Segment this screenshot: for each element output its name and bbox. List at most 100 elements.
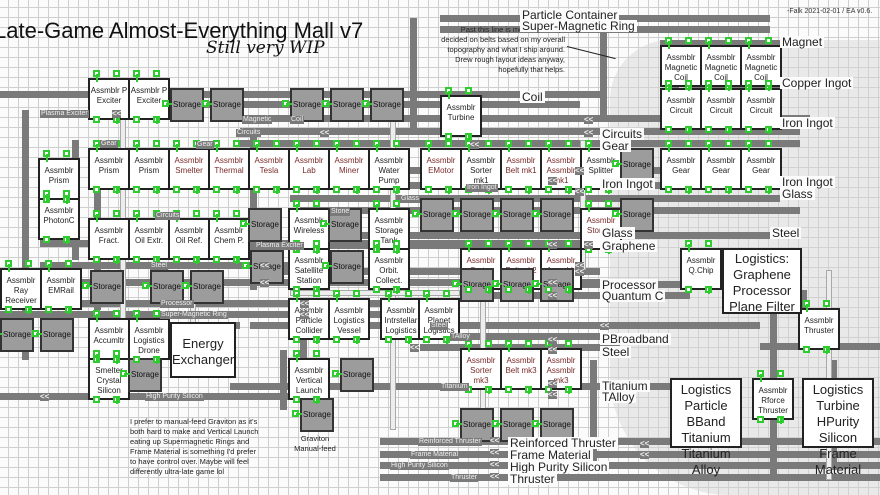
note-pointer-line [566, 46, 616, 60]
assembler-machine: Assmblr Smelter [168, 148, 210, 190]
graviton-note: I prefer to manual-feed Graviton as it's… [130, 417, 259, 476]
belt-label: Graphene [600, 239, 658, 253]
assembler-machine: Assmblr Satellite Station [288, 248, 330, 290]
inserter-arm [296, 354, 298, 362]
inserter-arm [456, 283, 462, 285]
assembler-machine: Assmblr Gear [700, 148, 742, 190]
storage-box: Storage [330, 88, 364, 122]
belt-direction-chevron: << [260, 278, 270, 287]
inserter-arm [156, 356, 158, 364]
inserter-arm [568, 186, 570, 194]
inserter-port [545, 186, 552, 193]
conveyor-belt [380, 451, 880, 458]
inserter-arm [376, 244, 378, 252]
inserter-arm [688, 83, 690, 91]
inserter-arm [244, 223, 250, 225]
conveyor-belt [660, 40, 780, 47]
belt-label-small: Circuits [236, 129, 262, 137]
conveyor-belt [210, 115, 810, 122]
inserter-arm [156, 116, 158, 124]
inserter-port [213, 256, 220, 263]
storage-box: Storage [340, 358, 374, 392]
inserter-arm [728, 126, 730, 134]
belt-label: PBroadband [600, 332, 671, 346]
inserter-port [93, 396, 100, 403]
assembler-machine: Assmblr Gear [740, 148, 782, 190]
author-credit: -Falk 2021-02-01 / EA v0.6. [787, 8, 873, 15]
inserter-arm [96, 144, 98, 152]
inserter-port [293, 186, 300, 193]
inserter-arm [116, 116, 118, 124]
inserter-port [765, 80, 772, 87]
belt-direction-chevron: << [490, 472, 500, 481]
belt-direction-chevron: << [548, 240, 558, 249]
inserter-arm [326, 265, 332, 267]
inserter-port [445, 140, 452, 147]
conveyor-belt [240, 242, 590, 249]
inserter-port [93, 256, 100, 263]
inserter-arm [708, 84, 710, 92]
inserter-port [565, 340, 572, 347]
inserter-arm [468, 344, 470, 352]
belt-direction-chevron: << [320, 128, 330, 137]
belt-label: Glass [600, 226, 635, 240]
inserter-port [65, 260, 72, 267]
belt-direction-chevron: << [575, 267, 585, 276]
inserter-port [745, 126, 752, 133]
storage-box: Storage [500, 268, 534, 302]
belt-label: Quantum C [600, 289, 666, 303]
inserter-port [133, 256, 140, 263]
inserter-port [393, 140, 400, 147]
assembler-machine: Assmblr EMotor [420, 148, 462, 190]
inserter-port [565, 140, 572, 147]
conveyor-belt [420, 344, 620, 351]
inserter-arm [66, 196, 68, 204]
belt-label-small: Plasma Exciter [255, 242, 304, 250]
inserter-arm [136, 214, 138, 222]
belt-label: Super-Magnetic Ring [520, 19, 637, 33]
inserter-port [585, 186, 592, 193]
inserter-arm [408, 336, 410, 344]
belt-label: Copper Ingot [780, 76, 854, 90]
belt-label-small: Thruster [450, 474, 479, 482]
inserter-arm [196, 186, 198, 194]
assembler-machine: Assmblr Belt mk1 [500, 148, 542, 190]
inserter-port [705, 240, 712, 247]
belt-direction-chevron: << [112, 109, 122, 118]
storage-box: Storage [370, 88, 404, 122]
inserter-arm [496, 283, 502, 285]
inserter-arm [396, 246, 398, 254]
inserter-arm [366, 103, 372, 105]
inserter-arm [336, 294, 338, 302]
assembler-machine: Assmblr Logistics Drone [128, 318, 170, 360]
conveyor-belt-vertical [410, 18, 417, 128]
inserter-port [133, 116, 140, 123]
inserter-port [173, 186, 180, 193]
inserter-arm [116, 396, 118, 404]
belt-direction-chevron: << [300, 299, 310, 308]
inserter-arm [356, 336, 358, 344]
inserter-arm [468, 144, 470, 152]
assembler-machine: Assmblr Belt mk3 [500, 348, 542, 390]
conveyor-belt [330, 232, 790, 239]
inserter-arm [748, 41, 750, 49]
belt-direction-chevron: << [584, 115, 594, 124]
inserter-arm [96, 354, 98, 362]
inserter-port [505, 186, 512, 193]
inserter-arm [48, 264, 50, 272]
inserter-port [353, 140, 360, 147]
inserter-arm [376, 144, 378, 152]
inserter-port [313, 350, 320, 357]
inserter-port [45, 306, 52, 313]
storage-box: Storage [330, 250, 364, 284]
inserter-port [153, 140, 160, 147]
inserter-arm [768, 83, 770, 91]
assembler-machine: Assmblr PhotonC [38, 198, 80, 240]
conveyor-belt [0, 300, 450, 307]
graviton-label: Graviton Manual-feed [294, 434, 336, 453]
inserter-port [705, 126, 712, 133]
inserter-arm [708, 144, 710, 152]
inserter-port [133, 186, 140, 193]
inserter-arm [246, 265, 252, 267]
inserter-arm [216, 214, 218, 222]
